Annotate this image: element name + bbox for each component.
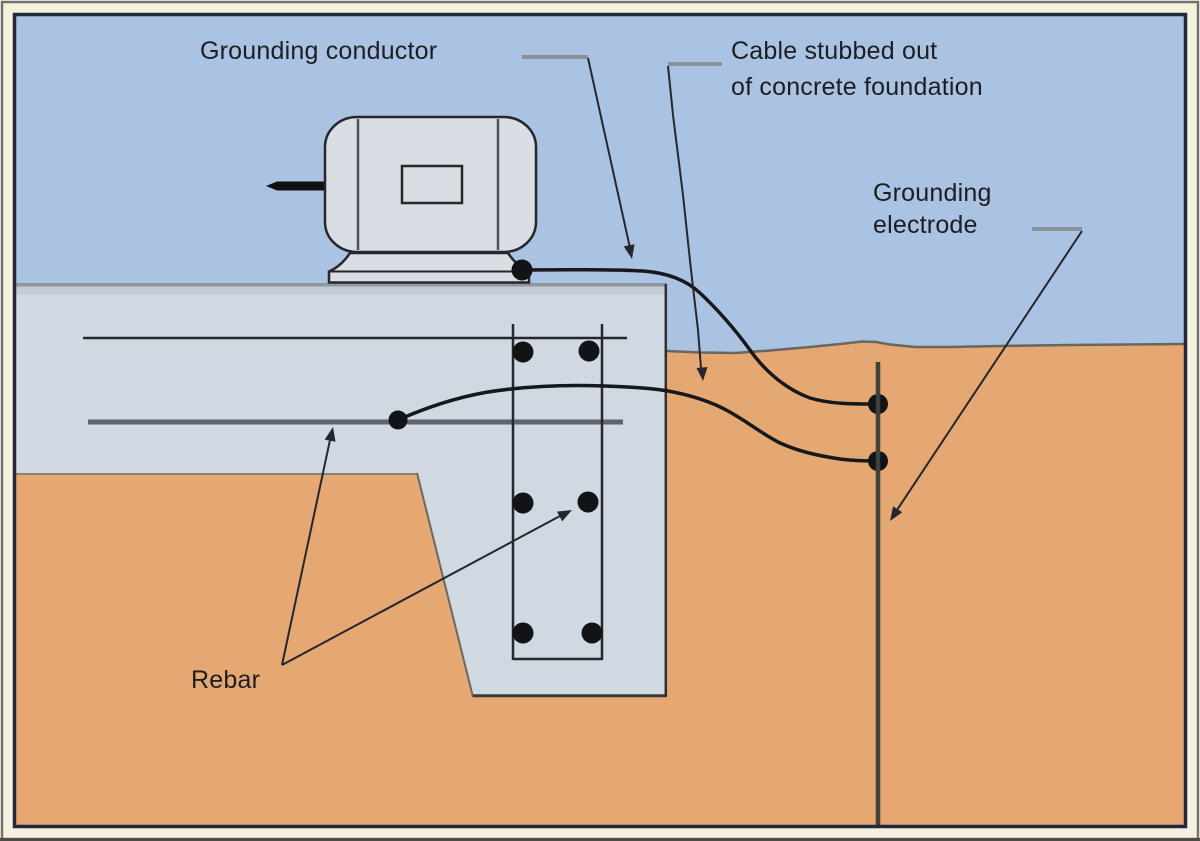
rebar-dot (581, 622, 603, 644)
rebar-cross-section-dots (512, 340, 603, 644)
foundation-fill (16, 283, 667, 697)
label-grounding-conductor: Grounding conductor (200, 37, 438, 65)
rebar-dot (512, 622, 534, 644)
motor-shaft (266, 181, 326, 191)
leader-arrowheads (324, 244, 903, 522)
motor-mounting-base (327, 251, 531, 284)
motor-nameplate (400, 164, 464, 205)
cable-connection-dot-rebar (388, 410, 408, 430)
label-grounding-electrode: Grounding electrode (873, 177, 992, 241)
label-grounding-electrode-line2: electrode (873, 211, 978, 239)
conductor-path (520, 267, 876, 406)
arrowhead-cable-stubbed (696, 367, 708, 381)
arrowhead-grounding-electrode (890, 506, 903, 521)
rebar-dot (578, 340, 600, 362)
frame-inner-border (12, 12, 1188, 829)
arrowhead-grounding-conductor (623, 244, 635, 259)
earth-fill (16, 341, 1184, 826)
conductor-connection-dot-motor (511, 259, 533, 281)
leader-grounding-conductor-line (587, 57, 631, 249)
leader-rebar-line-1 (281, 439, 331, 666)
rebar-dot (512, 341, 534, 363)
leader-cable-stubbed-line (667, 65, 702, 369)
concrete-foundation (16, 283, 668, 698)
label-cable-stubbed-line1: Cable stubbed out (731, 37, 938, 65)
leader-grounding-electrode-line (896, 230, 1083, 511)
arrowhead-rebar-2 (557, 510, 572, 522)
arrowhead-rebar-1 (324, 427, 336, 442)
leader-rebar-line-2 (281, 515, 561, 666)
earth (16, 340, 1184, 826)
label-cable-stubbed: Cable stubbed out of concrete foundation (731, 33, 983, 105)
rebar-dot (512, 492, 534, 514)
rebar-dot (577, 491, 599, 513)
motor (266, 115, 538, 284)
label-cable-stubbed-line2: of concrete foundation (731, 73, 983, 101)
pier-left-slant-edge (416, 472, 474, 698)
slab-top-edge (16, 283, 667, 287)
stubbed-cable-path (396, 383, 878, 463)
leader-lines (281, 55, 1083, 666)
label-grounding-electrode-line1: Grounding (873, 179, 992, 207)
label-rebar: Rebar (191, 666, 261, 694)
earth-surface-line (666, 340, 1184, 355)
rebar-bars (83, 324, 627, 661)
slab-top-band (16, 286, 667, 295)
